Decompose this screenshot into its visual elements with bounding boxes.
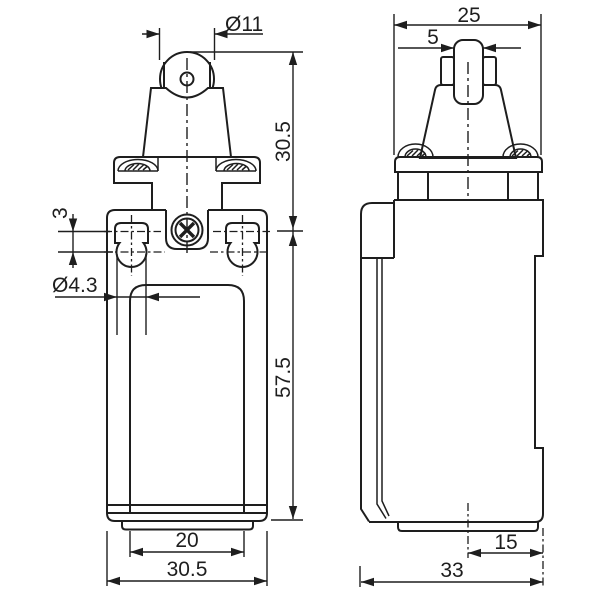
screw-slot-hatch: [511, 149, 531, 157]
dim-head-width: 25: [393, 4, 542, 155]
dim-label-outlet-offset: 15: [494, 531, 517, 554]
slot-centerlines: [104, 215, 270, 276]
fork-plate-right: [482, 56, 497, 86]
cover-seam-1: [376, 258, 387, 519]
head-cap-side: [394, 156, 543, 173]
screw-dome-left: [117, 157, 159, 172]
screw-slot-hatch: [406, 149, 426, 157]
keyhole-slot-right: [225, 222, 260, 268]
dim-body-depth: 33: [359, 559, 543, 587]
dim-body-width: 30.5: [106, 531, 268, 586]
fork-plate-left: [440, 56, 455, 86]
cover-outline: [129, 284, 245, 513]
dim-label-cover-width: 20: [175, 529, 198, 552]
dim-label-head-width: 25: [457, 4, 480, 27]
front-view: Ø11 30.5 57.5 3 Ø: [49, 13, 303, 586]
screw-slot-hatch: [226, 163, 247, 171]
dim-label-head-height: 30.5: [272, 121, 295, 162]
dim-slot-hole-diameter: Ø4.3: [52, 254, 200, 335]
body-outline: [106, 209, 268, 522]
dim-roller-diameter: Ø11: [142, 13, 263, 60]
dim-head-height: 30.5 57.5: [190, 51, 303, 521]
screw-dome-side-right: [502, 143, 539, 158]
cover-seam-2: [381, 258, 390, 517]
dim-label-roller-diameter: Ø11: [225, 13, 263, 36]
screw-slot-hatch: [127, 163, 148, 171]
dim-plunger-width: 5: [398, 26, 521, 53]
dim-label-body-width: 30.5: [167, 558, 208, 581]
screw-dome-side-left: [397, 143, 434, 158]
keyhole-slot-left: [114, 222, 149, 268]
dim-label-plunger-width: 5: [427, 26, 439, 49]
dim-slot-offset: 3: [49, 207, 113, 268]
dim-cover-width: 20: [129, 529, 245, 557]
screw-dome-right: [215, 157, 257, 172]
body-outline-side: [369, 199, 544, 523]
dim-label-slot-hole-diameter: Ø4.3: [52, 274, 98, 297]
dim-label-slot-offset: 3: [49, 207, 72, 219]
foot-plate: [121, 521, 254, 531]
side-view: 25 5 15 33: [359, 4, 544, 587]
dim-outlet-offset: 15: [467, 503, 544, 586]
neck-blocks: [397, 172, 539, 200]
dim-label-body-height: 57.5: [272, 357, 295, 398]
dim-label-body-depth: 33: [440, 559, 463, 582]
side-cover-outline: [360, 202, 394, 523]
